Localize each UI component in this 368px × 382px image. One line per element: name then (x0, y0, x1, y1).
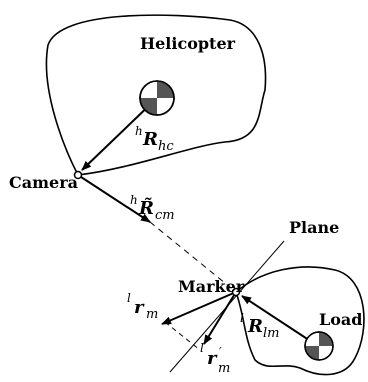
vector-R-cm-arrow (77, 174, 151, 223)
svg-text:l: l (127, 291, 131, 305)
svg-text:h: h (130, 193, 138, 207)
svg-text:hc: hc (158, 139, 174, 154)
helicopter-label: Helicopter (140, 34, 236, 53)
svg-text:h: h (135, 124, 143, 138)
svg-text:l: l (240, 311, 244, 325)
vector-R-cm-label: h R̃ cm (130, 193, 175, 223)
svg-text:R: R (142, 129, 158, 150)
load-cg-icon (304, 331, 334, 361)
svg-text:R̃: R̃ (138, 197, 154, 219)
marker-label: Marker (178, 277, 245, 296)
plane-label: Plane (289, 218, 339, 237)
helicopter-cg-icon (139, 80, 175, 116)
svg-text:cm: cm (155, 208, 175, 223)
vector-r-m-arrow (161, 291, 237, 325)
svg-text:l: l (200, 341, 204, 355)
vector-R-lm-label: l R lm (240, 311, 280, 341)
svg-text:r: r (207, 348, 218, 369)
vector-r-m-label: l r m (127, 291, 158, 322)
load-body (235, 266, 365, 376)
camera-marker-dashed-line (149, 221, 237, 293)
load-label: Load (319, 310, 362, 329)
svg-text:′: ′ (219, 345, 222, 359)
svg-text:R: R (247, 316, 263, 337)
svg-text:m: m (146, 307, 158, 322)
vector-r-m-prime-label: l r ′ m (200, 341, 230, 376)
svg-text:r: r (134, 297, 145, 318)
svg-text:m: m (218, 361, 230, 376)
camera-point (73, 170, 83, 180)
helicopter-body (45, 14, 267, 176)
camera-label: Camera (9, 173, 78, 192)
vector-R-lm-arrow (241, 295, 319, 347)
rm-dashed-line (164, 321, 201, 351)
svg-text:lm: lm (263, 326, 280, 341)
vector-r-m-prime-arrow (203, 291, 237, 345)
vector-R-hc-label: h R hc (135, 124, 174, 154)
marker-point (231, 287, 241, 297)
